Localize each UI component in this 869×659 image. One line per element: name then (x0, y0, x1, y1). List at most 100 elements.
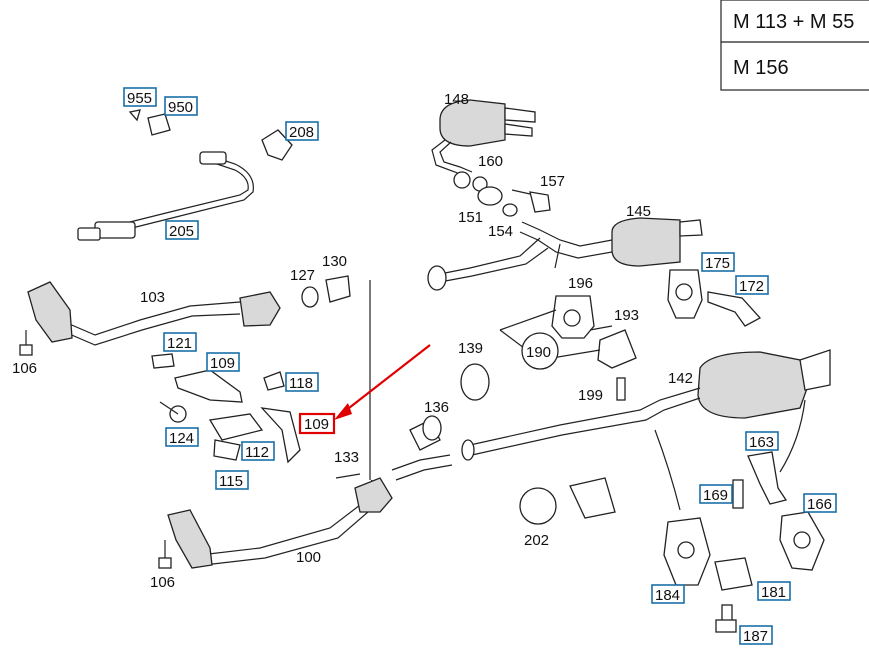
hanger-group-190 (499, 295, 637, 370)
callout-133: 133 (334, 449, 359, 466)
callout-box-166[interactable]: 166 (803, 493, 837, 513)
callout-box-208[interactable]: 208 (285, 121, 319, 141)
callout-box-frame (651, 584, 685, 604)
callout-151: 151 (458, 209, 483, 226)
callout-box-frame (165, 220, 199, 240)
callout-106b: 106 (150, 574, 175, 591)
callout-box-label: 955 (127, 90, 152, 107)
clamp-139 (460, 363, 490, 401)
callout-190: 190 (526, 344, 551, 361)
callout-box-121[interactable]: 121 (163, 332, 197, 352)
callout-136: 136 (424, 399, 449, 416)
callout-box-frame (757, 581, 791, 601)
callout-box-955[interactable]: 955 (123, 87, 157, 107)
callout-box-label: 109 (210, 355, 235, 372)
model-table: M 113 + M 55 M 156 (720, 0, 869, 91)
callout-box-label: 169 (703, 487, 728, 504)
callout-142: 142 (668, 370, 693, 387)
callout-box-label: 172 (739, 278, 764, 295)
callout-box-label: 118 (289, 375, 313, 392)
callout-box-label: 208 (289, 124, 314, 141)
callout-box-124[interactable]: 124 (165, 427, 199, 447)
callout-box-label: 124 (169, 430, 194, 447)
callout-154: 154 (488, 223, 513, 240)
callout-145: 145 (626, 203, 651, 220)
callout-box-frame (123, 87, 157, 107)
callout-highlight-frame (298, 412, 336, 435)
callout-box-frame (701, 252, 735, 272)
callout-box-frame (285, 372, 319, 392)
callout-box-109a[interactable]: 109 (206, 352, 240, 372)
bolt-199 (616, 377, 626, 401)
callout-196: 196 (568, 275, 593, 292)
callout-box-label: 112 (245, 444, 269, 461)
callout-139: 139 (458, 340, 483, 357)
rubber-mount-175 (667, 269, 762, 327)
callout-box-frame (803, 493, 837, 513)
callout-box-frame (215, 470, 249, 490)
callout-148: 148 (444, 91, 469, 108)
callout-box-205[interactable]: 205 (165, 220, 199, 240)
callout-box-163[interactable]: 163 (745, 431, 779, 451)
plain-callouts: 148 160 157 151 154 145 130 127 196 103 193 106 139 1… (12, 91, 693, 591)
callout-box-frame (163, 332, 197, 352)
callout-box-112[interactable]: 112 (241, 441, 275, 461)
callout-127: 127 (290, 267, 315, 284)
callout-box-label: 115 (219, 473, 243, 490)
callout-100: 100 (296, 549, 321, 566)
callout-box-label: 184 (655, 587, 680, 604)
callout-box-169[interactable]: 169 (699, 484, 733, 504)
callout-box-184[interactable]: 184 (651, 584, 685, 604)
callout-box-frame (241, 441, 275, 461)
callout-box-115[interactable]: 115 (215, 470, 249, 490)
callout-box-950[interactable]: 950 (164, 96, 198, 116)
bracket-202 (519, 477, 616, 525)
callout-box-frame (739, 625, 773, 645)
callout-box-label: 175 (705, 255, 730, 272)
model-label-1: M 113 + M 55 (733, 11, 854, 33)
callout-box-label: 181 (761, 584, 786, 601)
model-label-2: M 156 (733, 57, 789, 79)
callout-box-label: 163 (749, 434, 774, 451)
callout-box-frame (165, 427, 199, 447)
callout-box-label: 166 (807, 496, 832, 513)
callout-highlight-109[interactable]: 109 (298, 412, 336, 435)
callout-box-frame (206, 352, 240, 372)
callout-box-frame (285, 121, 319, 141)
mount-group-163 (732, 399, 825, 571)
callout-193: 193 (614, 307, 639, 324)
callout-199: 199 (578, 387, 603, 404)
callout-box-label: 950 (168, 99, 193, 116)
callout-160: 160 (478, 153, 503, 170)
callout-130: 130 (322, 253, 347, 270)
callout-box-181[interactable]: 181 (757, 581, 791, 601)
callout-157: 157 (540, 173, 565, 190)
callout-box-label: 187 (743, 628, 768, 645)
callout-box-frame (745, 431, 779, 451)
callout-box-118[interactable]: 118 (285, 372, 319, 392)
oxygen-sensor-top (77, 109, 254, 241)
callout-202: 202 (524, 532, 549, 549)
callout-highlight-label: 109 (304, 416, 329, 433)
callout-106a: 106 (12, 360, 37, 377)
highlighted-callout: 109 (298, 412, 336, 435)
callout-box-frame (164, 96, 198, 116)
rear-muffler-142 (461, 349, 831, 461)
front-pipe-103 (19, 275, 351, 356)
front-pipe-100 (158, 280, 453, 569)
mount-group-184 (654, 429, 753, 633)
callout-box-label: 121 (167, 335, 192, 352)
callout-box-frame (735, 275, 769, 295)
callout-box-187[interactable]: 187 (739, 625, 773, 645)
small-parts-160-157 (472, 176, 551, 217)
callout-box-172[interactable]: 172 (735, 275, 769, 295)
clip-208 (261, 129, 293, 161)
callout-box-175[interactable]: 175 (701, 252, 735, 272)
callout-box-frame (699, 484, 733, 504)
callout-103: 103 (140, 289, 165, 306)
highlight-arrow (334, 344, 431, 420)
middle-silencer-145 (427, 217, 703, 291)
